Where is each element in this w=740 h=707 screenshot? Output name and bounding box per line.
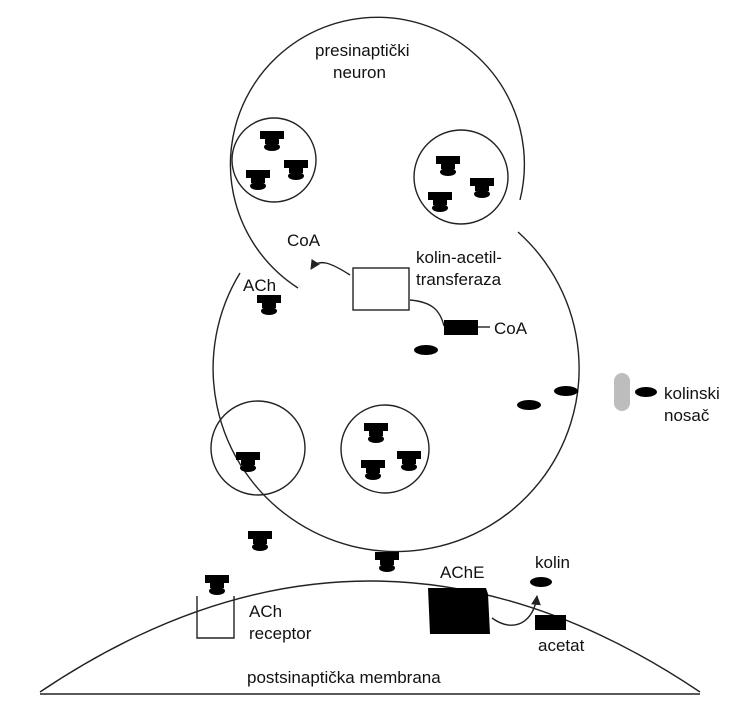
- presynaptic-label-line2: neuron: [333, 63, 386, 82]
- ach-molecule: [248, 531, 272, 551]
- ach-molecule: [364, 423, 388, 443]
- choline-molecule: [517, 400, 541, 410]
- vesicle: [210, 400, 306, 496]
- ach-molecule: [257, 295, 281, 315]
- vesicle: [231, 117, 317, 203]
- choline-molecule: [554, 386, 578, 396]
- coa-label-right: CoA: [494, 319, 528, 338]
- acetat-label: acetat: [538, 636, 585, 655]
- kolin-label: kolin: [535, 553, 570, 572]
- ach-label-top: ACh: [243, 276, 276, 295]
- ach-molecule: [436, 156, 460, 176]
- coa-label-top: CoA: [287, 231, 321, 250]
- ach-molecule: [397, 451, 421, 471]
- receptor-label-line2: receptor: [249, 624, 312, 643]
- nerve-terminal-outline: [212, 231, 580, 553]
- choline-molecule: [635, 387, 657, 397]
- postsynaptic-label: postsinaptička membrana: [247, 668, 441, 687]
- ach-molecule: [375, 552, 399, 572]
- vesicle: [340, 404, 430, 494]
- acetyl-coa: [444, 320, 478, 335]
- choline-product: [530, 577, 552, 587]
- ache-enzyme: [428, 588, 490, 634]
- presynaptic-neuron-outline: [229, 16, 526, 289]
- enzyme-box: [352, 267, 410, 311]
- ach-molecule: [260, 131, 284, 151]
- choline-molecule: [414, 345, 438, 355]
- presynaptic-label-line1: presinaptički: [315, 41, 410, 60]
- ach-molecule: [428, 192, 452, 212]
- vesicle: [413, 129, 509, 225]
- choline-transporter: [614, 373, 630, 411]
- transporter-label-line1: kolinski: [664, 384, 720, 403]
- postsynaptic-membrane: [39, 580, 701, 693]
- ach-receptor: [196, 596, 235, 639]
- receptor-label-line1: ACh: [249, 602, 282, 621]
- enzyme-to-coa-line: [409, 299, 445, 327]
- ach-molecule: [246, 170, 270, 190]
- ach-molecule: [470, 178, 494, 198]
- ach-molecule: [284, 160, 308, 180]
- enzyme-input-arrow: [310, 258, 351, 276]
- ach-molecule: [205, 575, 229, 595]
- ach-molecule: [361, 460, 385, 480]
- acetate-product: [535, 615, 566, 630]
- enzyme-label-line1: kolin-acetil-: [416, 248, 502, 267]
- ache-arrow: [491, 595, 541, 626]
- enzyme-label-line2: transferaza: [416, 270, 502, 289]
- transporter-label-line2: nosač: [664, 406, 710, 425]
- ache-label: AChE: [440, 563, 484, 582]
